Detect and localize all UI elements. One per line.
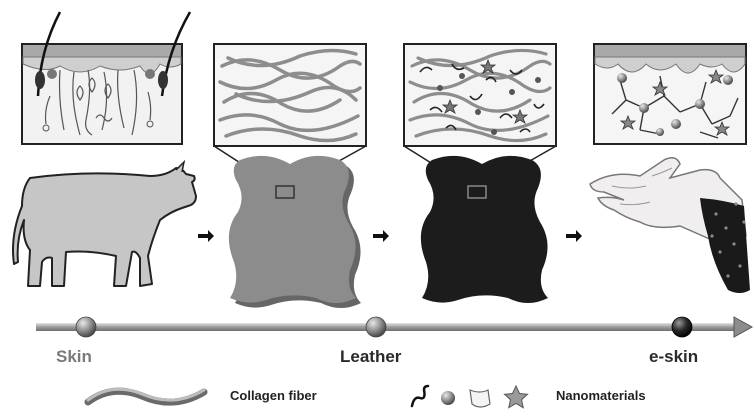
nanosheet-icon [469,389,491,408]
stage-label-eskin: e-skin [649,347,699,366]
leather-hide-black [420,155,548,303]
cow-illustration [12,159,197,287]
legend-collagen-fiber-label: Collagen fiber [230,388,317,403]
timeline-marker-skin [75,316,97,338]
timeline-marker-eskin [671,316,693,338]
timeline-marker-leather [365,316,387,338]
leather-hide-gray [228,155,361,308]
nanowire-icon [410,384,430,408]
collagen-fiber-panel [213,43,367,147]
process-arrow-3 [566,230,582,242]
legend-nanomaterial-swatches [410,384,529,409]
legend-nanomaterials-label: Nanomaterials [556,388,646,403]
timeline-axis [36,316,754,338]
process-arrow-1 [198,230,214,242]
nanostar-icon [503,384,529,409]
hand-with-eskin [589,157,750,293]
process-arrow-2 [373,230,389,242]
nanomaterial-fiber-panel [403,43,557,147]
skin-section-panel [21,11,192,145]
nanoparticle-icon [441,391,455,405]
stage-label-skin: Skin [56,347,92,366]
eskin-network-panel [593,43,747,145]
legend-collagen-fiber-swatch [84,387,208,406]
stage-label-leather: Leather [340,347,402,366]
